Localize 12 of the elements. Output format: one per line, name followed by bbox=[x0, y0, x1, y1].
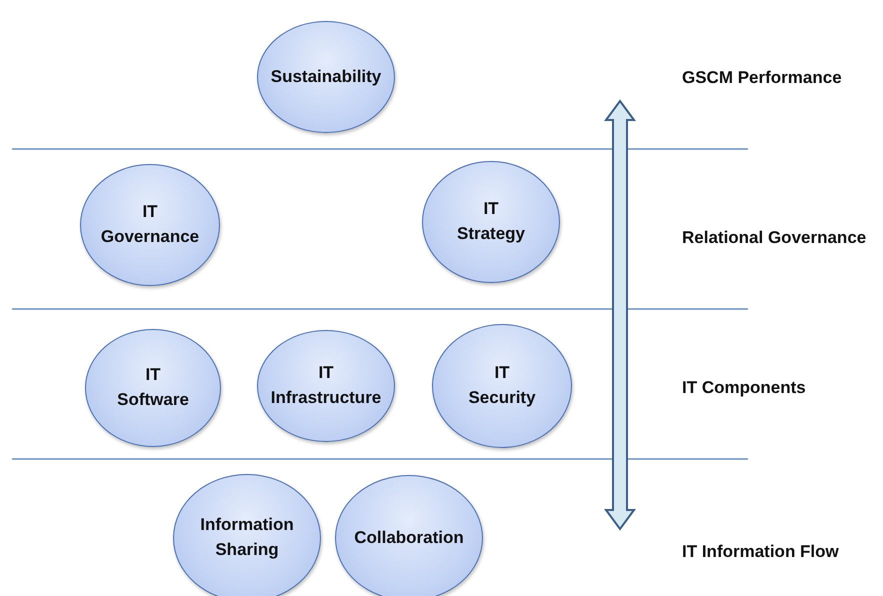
node-label: IT Strategy bbox=[456, 198, 525, 245]
node-label: Collaboration bbox=[354, 526, 464, 549]
node-label: IT Governance bbox=[100, 201, 200, 248]
node-label: Information Sharing bbox=[200, 514, 294, 561]
node-label: IT Software bbox=[117, 364, 189, 411]
layer-label: IT Components bbox=[682, 378, 806, 398]
node-label: IT Security bbox=[468, 362, 536, 409]
layer-label: IT Information Flow bbox=[682, 542, 839, 562]
node-label: IT Infrastructure bbox=[270, 362, 382, 409]
layer-label: Relational Governance bbox=[682, 228, 866, 248]
node-label: Sustainability bbox=[270, 66, 382, 88]
layer-label: GSCM Performance bbox=[682, 68, 842, 88]
